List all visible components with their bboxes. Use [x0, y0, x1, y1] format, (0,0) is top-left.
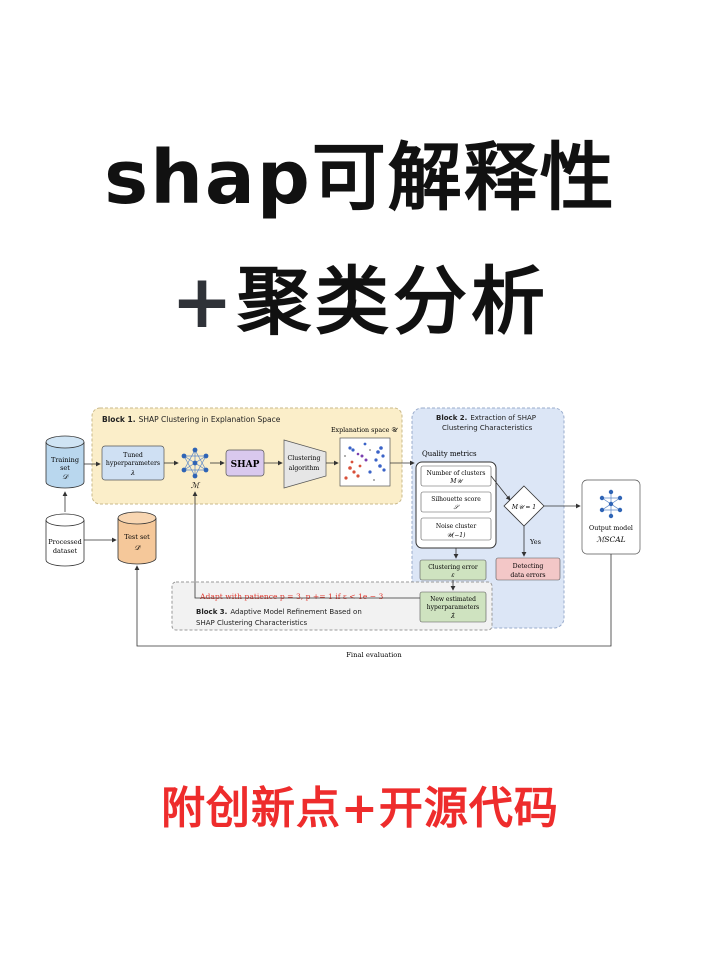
svg-text:Training: Training [51, 456, 79, 464]
output-model-box: Output model ℳSCAL [581, 479, 641, 555]
model-network-icon: ℳ [181, 447, 209, 490]
svg-text:Silhouette score: Silhouette score [431, 496, 481, 503]
sub-title: +聚类分析 [0, 242, 720, 349]
svg-text:𝒮: 𝒮 [454, 504, 461, 511]
svg-text:dataset: dataset [53, 547, 78, 555]
svg-text:Processed: Processed [48, 538, 82, 546]
quality-metrics-label: Quality metrics [422, 450, 477, 458]
svg-text:Test set: Test set [124, 533, 150, 541]
explanation-space-label: Explanation space 𝒰 [331, 427, 398, 434]
svg-text:λ̂: λ̂ [450, 611, 455, 620]
block3-label-line2: SHAP Clustering Characteristics [196, 619, 308, 627]
svg-text:hyperparameters: hyperparameters [106, 460, 160, 467]
svg-text:ε: ε [451, 572, 454, 579]
shap-box: SHAP [225, 449, 265, 477]
num-clusters-box: Number of clusters M𝒰 [420, 465, 492, 487]
sub-title-text: 聚类分析 [237, 259, 549, 345]
svg-text:Output model: Output model [589, 525, 633, 532]
svg-text:Detecting: Detecting [513, 563, 544, 570]
plus-sign: + [170, 259, 237, 345]
test-set-cylinder: Test set 𝒟̄ [117, 511, 157, 565]
svg-text:λ: λ [130, 469, 135, 477]
tuned-hyperparameters-box: Tuned hyperparameters λ [101, 445, 165, 481]
svg-text:M𝒰 = 1: M𝒰 = 1 [511, 504, 536, 511]
svg-text:SHAP: SHAP [231, 460, 260, 470]
svg-text:ℳSCAL: ℳSCAL [596, 535, 625, 544]
clustering-algorithm-box: Clustering algorithm [283, 439, 327, 489]
svg-text:data errors: data errors [510, 572, 545, 579]
block3-panel [171, 581, 493, 631]
svg-text:𝒟: 𝒟 [62, 473, 69, 481]
explanation-space-scatter [339, 437, 391, 487]
main-title: shap可解释性 [104, 135, 616, 221]
svg-text:Clustering error: Clustering error [428, 564, 478, 571]
block2-label-line2: Clustering Characteristics [442, 424, 533, 432]
svg-text:Clustering: Clustering [288, 455, 321, 462]
final-evaluation-label: Final evaluation [346, 651, 402, 659]
svg-text:New estimated: New estimated [430, 596, 476, 603]
svg-text:set: set [60, 464, 70, 472]
footer-caption: 附创新点+开源代码 [161, 783, 559, 834]
svg-text:Number of clusters: Number of clusters [427, 470, 486, 477]
adapt-text: Adapt with patience p = 3, p += 1 if ε <… [199, 592, 384, 601]
clustering-error-box: Clustering error ε [419, 559, 487, 581]
block1-label: Block 1.SHAP Clustering in Explanation S… [102, 415, 281, 424]
noise-cluster-box: Noise cluster 𝒰(−1) [420, 517, 492, 541]
svg-text:𝒟̄: 𝒟̄ [134, 544, 141, 552]
block2-label: Block 2.Extraction of SHAP [436, 414, 536, 422]
detecting-data-errors-box: Detecting data errors [495, 557, 561, 581]
svg-text:Noise cluster: Noise cluster [436, 523, 477, 530]
pipeline-diagram: Block 1.SHAP Clustering in Explanation S… [45, 407, 641, 659]
svg-text:M𝒰: M𝒰 [449, 478, 463, 485]
svg-text:hyperparameters: hyperparameters [427, 604, 480, 611]
svg-text:𝒰(−1): 𝒰(−1) [447, 532, 467, 539]
silhouette-score-box: Silhouette score 𝒮 [420, 491, 492, 513]
processed-dataset-cylinder: Processed dataset [45, 513, 85, 567]
training-set-cylinder: Training set 𝒟 [45, 435, 85, 489]
block3-label: Block 3.Adaptive Model Refinement Based … [196, 608, 362, 616]
svg-text:algorithm: algorithm [289, 465, 320, 472]
new-hyperparameters-box: New estimated hyperparameters λ̂ [419, 591, 487, 623]
svg-text:ℳ: ℳ [191, 481, 201, 490]
svg-text:Tuned: Tuned [123, 452, 143, 459]
yes-label: Yes [529, 538, 541, 546]
